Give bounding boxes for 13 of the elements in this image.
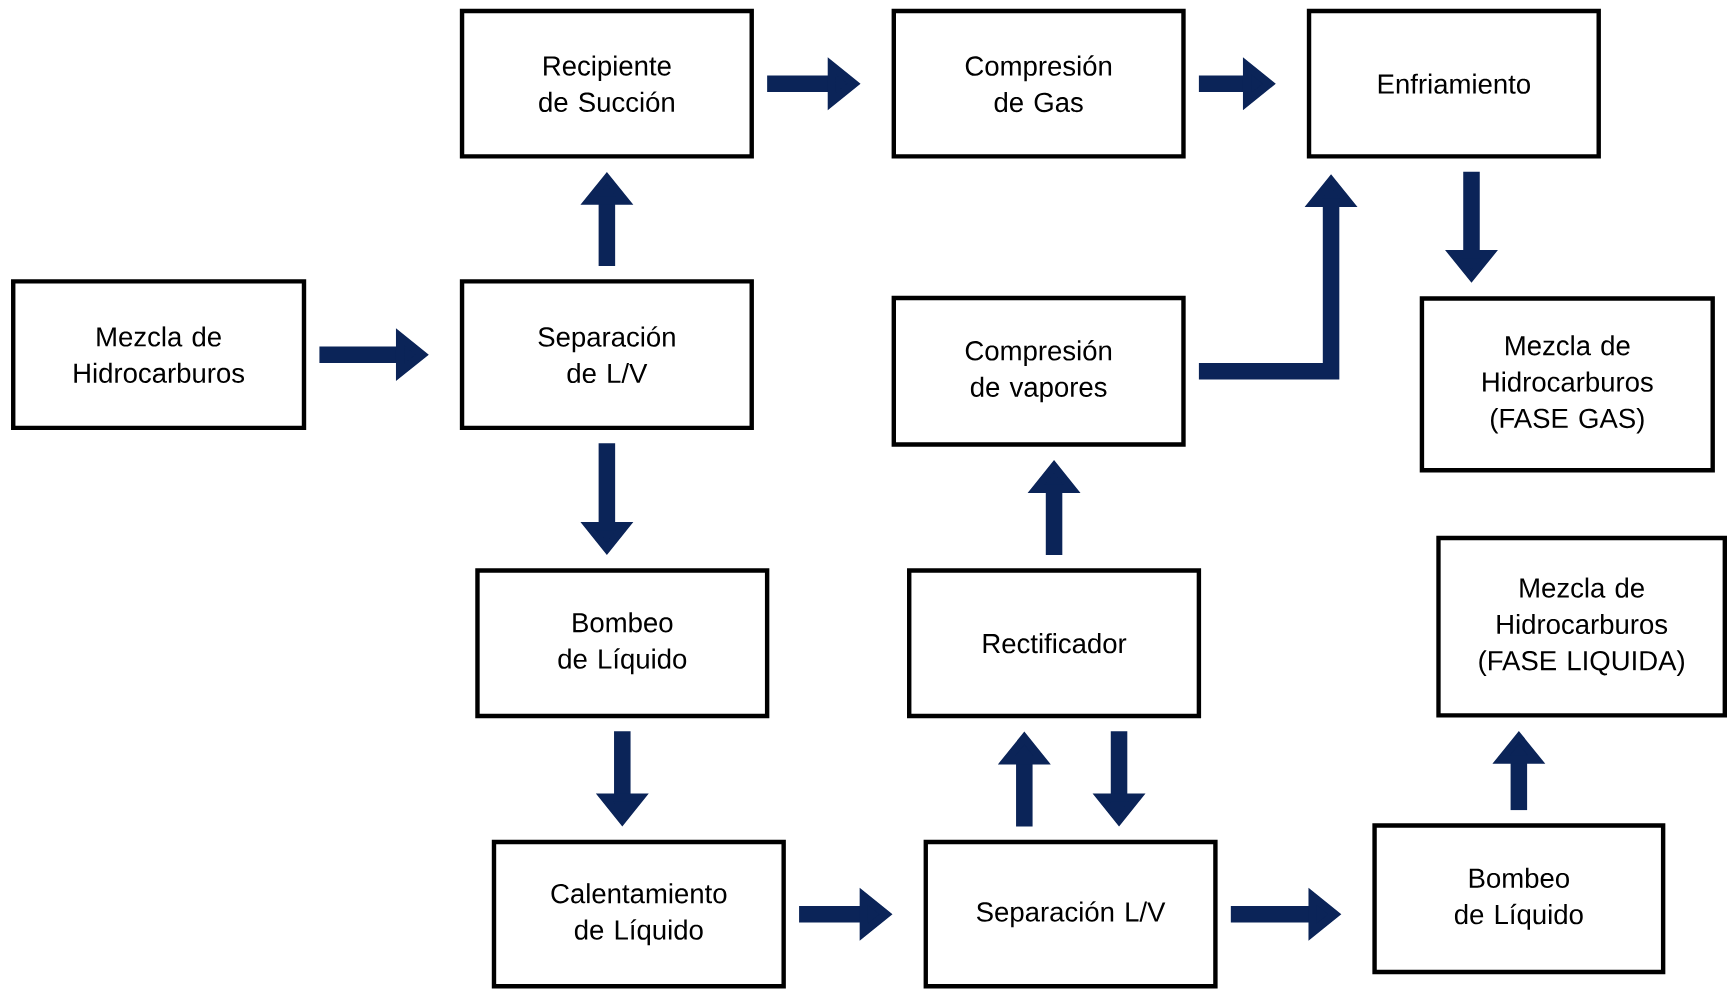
process-box: Mezcla de Hidrocarburos (FASE GAS) [1419,296,1715,473]
process-box: Bombeo de Líquido [1372,823,1666,975]
process-box: Mezcla de Hidrocarburos (FASE LIQUIDA) [1436,535,1727,718]
process-box: Calentamiento de Líquido [491,839,786,989]
process-box: Rectificador [907,568,1202,719]
process-box: Separación L/V [923,839,1218,989]
process-box: Compresión de vapores [891,295,1186,447]
process-box: Separación de L/V [459,279,754,431]
process-box: Enfriamiento [1306,8,1601,159]
process-box: Compresión de Gas [891,8,1186,159]
process-box: Mezcla de Hidrocarburos [11,279,307,431]
process-box: Recipiente de Succión [459,8,754,159]
process-box: Bombeo de Líquido [475,568,770,719]
